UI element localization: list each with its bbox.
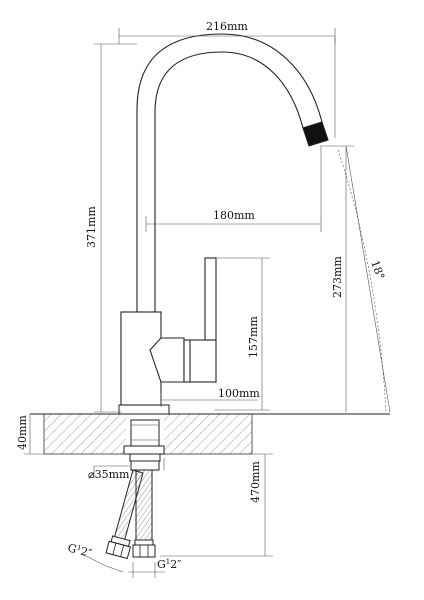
fitting-left	[105, 535, 132, 560]
threaded-rod-nut	[129, 453, 161, 462]
dim-18deg: 18°	[368, 259, 387, 282]
lever-handle	[204, 257, 217, 341]
dim-371mm: 371mm	[85, 206, 98, 248]
dim-216mm: 216mm	[206, 20, 248, 33]
aerator	[302, 121, 329, 147]
base-ring	[118, 404, 170, 415]
spout-outer	[136, 33, 323, 312]
dimension-labels: 216mm 371mm 180mm 273mm 18° 157mm 100mm …	[16, 20, 387, 571]
faucet	[120, 33, 329, 406]
dim-40mm: 40mm	[16, 415, 29, 450]
locking-nut	[123, 445, 165, 455]
dim-35mm-diameter: ⌀35mm	[88, 468, 130, 481]
mounting-shank	[130, 419, 160, 447]
dimension-lines	[24, 28, 391, 578]
dim-273mm: 273mm	[331, 256, 344, 298]
hose-right	[135, 467, 153, 541]
dim-157mm: 157mm	[247, 316, 260, 358]
countertop	[30, 404, 390, 462]
supply-hoses	[105, 460, 160, 560]
dim-100mm: 100mm	[218, 387, 260, 400]
thread-right-label: G12″	[157, 558, 181, 571]
dim-470mm: 470mm	[249, 461, 262, 503]
dim-180mm: 180mm	[213, 209, 255, 222]
spout-inner	[154, 51, 304, 312]
fitting-right	[132, 539, 156, 558]
lever-cartridge	[183, 339, 217, 383]
thread-left-label: G12″	[66, 541, 93, 560]
